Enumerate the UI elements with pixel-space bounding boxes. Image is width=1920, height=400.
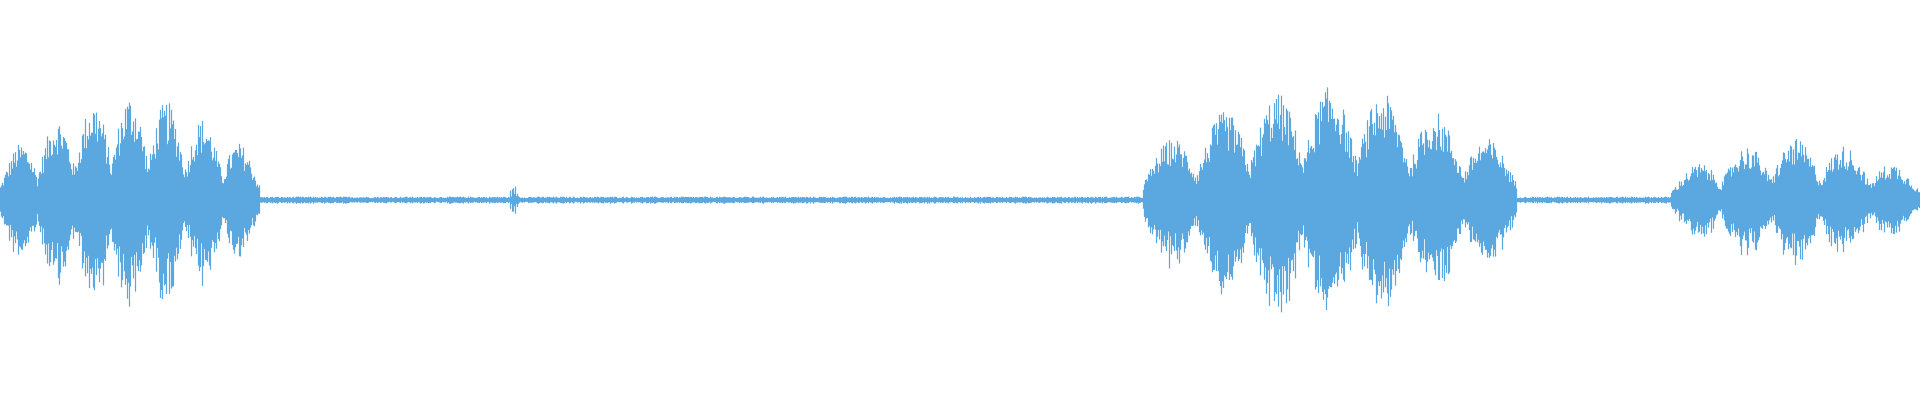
waveform-bars-group xyxy=(0,87,1920,313)
